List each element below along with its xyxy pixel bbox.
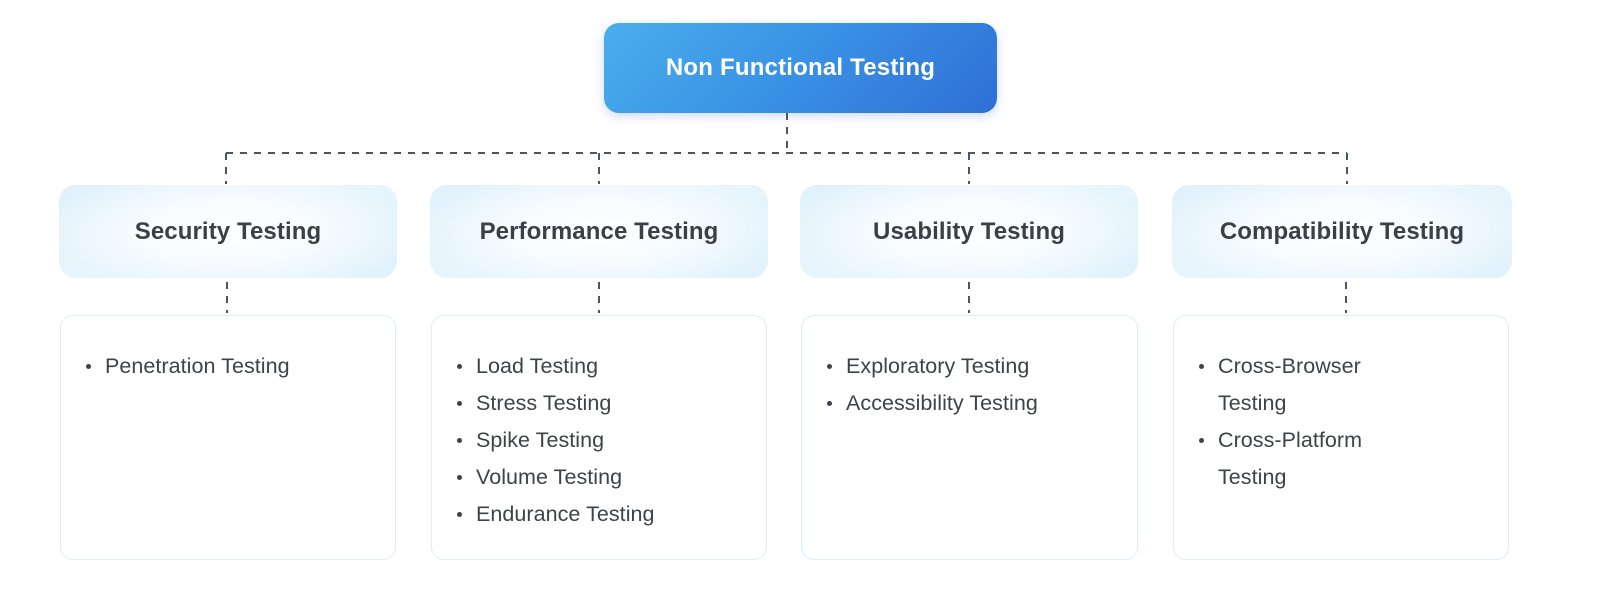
list-box-security: Penetration Testing (60, 315, 396, 560)
list-box-compatibility: Cross-Browser Testing Cross-Platform Tes… (1173, 315, 1509, 560)
list-item[interactable]: Volume Testing (450, 459, 748, 496)
category-label-security: Security Testing (134, 217, 322, 245)
list-item[interactable]: Cross-Browser Testing (1192, 348, 1407, 422)
list-item[interactable]: Penetration Testing (79, 348, 377, 385)
category-box-performance[interactable]: Performance Testing (430, 185, 768, 278)
category-label-usability: Usability Testing (873, 217, 1065, 245)
list-performance: Load Testing Stress Testing Spike Testin… (450, 348, 748, 533)
category-box-compatibility[interactable]: Compatibility Testing (1172, 185, 1512, 278)
category-box-usability[interactable]: Usability Testing (800, 185, 1138, 278)
list-box-usability: Exploratory Testing Accessibility Testin… (801, 315, 1138, 560)
root-node-label: Non Functional Testing (665, 53, 936, 81)
list-compatibility: Cross-Browser Testing Cross-Platform Tes… (1192, 348, 1407, 496)
list-item[interactable]: Stress Testing (450, 385, 748, 422)
root-node-non-functional-testing[interactable]: Non Functional Testing (604, 23, 997, 113)
list-box-performance: Load Testing Stress Testing Spike Testin… (431, 315, 767, 560)
list-item[interactable]: Accessibility Testing (820, 385, 1119, 422)
list-item[interactable]: Cross-Platform Testing (1192, 422, 1407, 496)
category-label-performance: Performance Testing (479, 217, 719, 245)
category-box-security[interactable]: Security Testing (59, 185, 397, 278)
list-item[interactable]: Spike Testing (450, 422, 748, 459)
list-item[interactable]: Endurance Testing (450, 496, 748, 533)
list-usability: Exploratory Testing Accessibility Testin… (820, 348, 1119, 422)
list-item[interactable]: Exploratory Testing (820, 348, 1119, 385)
list-item[interactable]: Load Testing (450, 348, 748, 385)
category-label-compatibility: Compatibility Testing (1219, 217, 1465, 245)
list-security: Penetration Testing (79, 348, 377, 385)
